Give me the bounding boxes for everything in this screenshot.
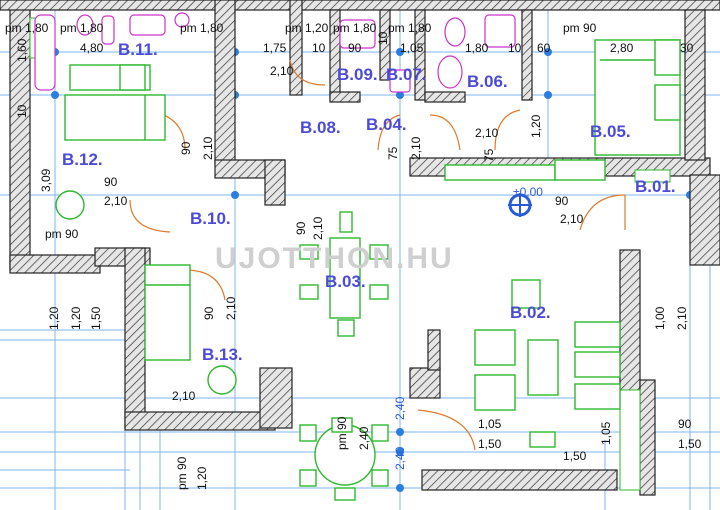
dimension-label: pm 1,80 (180, 21, 224, 35)
dimension-label: pm 90 (175, 456, 189, 490)
dimension-label: 1,50 (478, 437, 502, 451)
dimension-label: 10 (376, 31, 390, 45)
dimension-label: 1,00 (653, 306, 667, 330)
dimension-label: 90 (179, 141, 193, 155)
level-value: ±0,00 (513, 185, 543, 199)
dimension-label: 1,20 (195, 466, 209, 490)
room-label-b01: B.01. (635, 177, 676, 196)
dimension-label: 2,10 (104, 194, 128, 208)
room-label-b10: B.10. (190, 209, 231, 228)
dimension-label: 2,10 (475, 126, 499, 140)
sanitary-fixtures (34, 12, 516, 93)
dimension-label: 2,40 (393, 446, 407, 470)
dimension-label: 90 (202, 306, 216, 320)
dimension-label: 90 (294, 221, 308, 235)
dimension-label: 1,05 (478, 417, 502, 431)
dimension-label: 2,80 (610, 41, 634, 55)
dimension-label: 2,10 (675, 306, 689, 330)
dimension-label: 1,05 (400, 41, 424, 55)
dimension-label: 1,05 (599, 421, 613, 445)
dimension-label: 2,10 (201, 136, 215, 160)
dimension-label: 4,80 (80, 41, 104, 55)
dimension-label: pm 90 (45, 227, 79, 241)
dimension-label: 1,50 (89, 306, 103, 330)
dimension-label: 90 (555, 194, 569, 208)
room-labels: B.11. B.09. B.07. B.06. B.08. B.04. B.05… (62, 40, 676, 364)
room-label-b11: B.11. (118, 40, 158, 59)
dimension-label: 1,50 (678, 437, 702, 451)
dimension-label: 2,40 (393, 396, 407, 420)
dimension-label: 10 (312, 41, 326, 55)
dimension-label: 75 (482, 148, 496, 162)
dimension-label: 3,09 (39, 168, 53, 192)
dimension-label: 2,40 (357, 426, 371, 450)
room-label-b06: B.06. (467, 72, 508, 91)
room-label-b07: B.07. (386, 65, 427, 84)
room-label-b05: B.05. (590, 122, 631, 141)
room-label-b09: B.09. (337, 65, 378, 84)
dimension-label: 90 (678, 417, 692, 431)
dimension-label: 2,10 (224, 296, 238, 320)
room-label-b13: B.13. (202, 345, 243, 364)
dimension-label: 1,60 (15, 38, 29, 62)
dimension-label: pm 1,80 (60, 21, 104, 35)
dimension-label: 1,75 (263, 41, 287, 55)
dimension-label: pm 90 (335, 416, 349, 450)
dimension-label: pm 1,80 (5, 21, 49, 35)
dimension-label: 1,20 (69, 306, 83, 330)
level-marker-symbol (508, 193, 532, 217)
dimension-labels: pm 1,80 pm 1,80 pm 1,80 pm 1,20 pm 1,80 … (5, 21, 702, 490)
furniture (55, 39, 681, 501)
watermark-text: UJOTTHON.HU (215, 242, 454, 275)
dimension-label: 90 (348, 41, 362, 55)
walls (0, 0, 720, 496)
dimension-label: 1,50 (563, 449, 587, 463)
dimension-label: 1,20 (47, 306, 61, 330)
dimension-label: pm 90 (563, 21, 597, 35)
room-label-b12: B.12. (62, 150, 103, 169)
dimension-label: pm 1,80 (388, 21, 432, 35)
dimension-label: 30 (680, 41, 694, 55)
dimension-label: pm 1,20 (285, 21, 329, 35)
room-label-b03: B.03. (325, 272, 366, 291)
dimension-label: 2,10 (409, 136, 423, 160)
dimension-label: 2,10 (560, 212, 584, 226)
dimension-label: 75 (386, 146, 400, 160)
dimension-label: 90 (104, 175, 118, 189)
room-label-b04: B.04. (366, 115, 407, 134)
dimension-label: 1,80 (465, 41, 489, 55)
room-label-b02: B.02. (510, 303, 551, 322)
dimension-label: 2,10 (172, 389, 196, 403)
dimension-label: 2,10 (270, 64, 294, 78)
room-label-b08: B.08. (300, 118, 341, 137)
dimension-label: 1,20 (529, 114, 543, 138)
dimension-label: 2,10 (311, 216, 325, 240)
dimension-label: 10 (15, 104, 29, 118)
dimension-label: pm 1,80 (333, 21, 377, 35)
dimension-label: 60 (537, 41, 551, 55)
dimension-label: 10 (508, 41, 522, 55)
